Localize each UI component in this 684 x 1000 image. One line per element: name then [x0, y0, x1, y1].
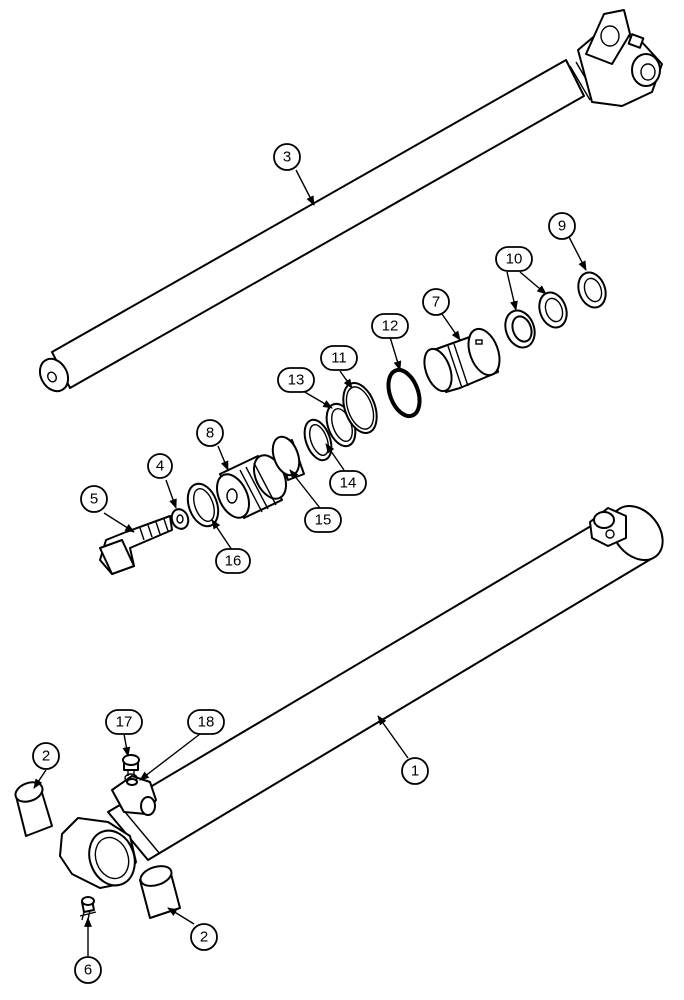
svg-text:15: 15 [315, 512, 332, 529]
svg-text:16: 16 [225, 553, 242, 570]
svg-text:10: 10 [506, 251, 523, 268]
svg-text:13: 13 [288, 372, 305, 389]
callout-11: 11 [320, 345, 358, 371]
callout-2-left: 2 [32, 742, 60, 770]
svg-text:12: 12 [382, 318, 399, 335]
rod-clevis [577, 9, 663, 107]
callout-13: 13 [277, 367, 315, 393]
svg-text:9: 9 [558, 218, 566, 235]
washer-4 [170, 508, 190, 530]
bolt [99, 515, 173, 575]
cylinder-barrel [107, 505, 664, 861]
callout-3: 3 [273, 143, 301, 171]
callout-2-right: 2 [190, 923, 218, 951]
barrel-end-eye [59, 817, 137, 889]
callout-8: 8 [196, 419, 224, 447]
barrel-port-fitting [589, 507, 627, 547]
svg-text:6: 6 [84, 962, 92, 979]
o-ring-12 [386, 367, 422, 419]
svg-text:18: 18 [198, 714, 215, 731]
svg-text:2: 2 [200, 929, 208, 946]
grease-fitting-6 [79, 896, 97, 921]
svg-text:5: 5 [90, 491, 98, 508]
callout-7: 7 [422, 288, 450, 316]
svg-text:17: 17 [116, 714, 133, 731]
callout-17: 17 [105, 709, 143, 735]
wiper-9 [577, 271, 607, 309]
svg-text:8: 8 [206, 425, 214, 442]
leader-lines [33, 169, 587, 956]
callout-16: 16 [215, 548, 251, 574]
barrel-grease-boss [111, 773, 157, 816]
svg-text:4: 4 [156, 458, 164, 475]
grease-fitting-17 [122, 754, 140, 776]
callout-4: 4 [147, 453, 173, 479]
callout-14: 14 [329, 470, 367, 496]
seal-10a [504, 309, 536, 349]
ring-16 [186, 482, 220, 528]
bushing-right [139, 865, 181, 919]
ring-14 [303, 418, 333, 462]
callout-18: 18 [187, 709, 225, 735]
svg-text:14: 14 [340, 475, 357, 492]
svg-text:1: 1 [411, 763, 419, 780]
callout-10: 10 [495, 246, 533, 272]
svg-text:2: 2 [42, 748, 50, 765]
callout-6: 6 [74, 956, 102, 984]
piston-rod [38, 59, 597, 393]
bushing-left [14, 781, 53, 837]
svg-text:3: 3 [283, 149, 291, 166]
callout-15: 15 [304, 507, 342, 533]
o-ring-18 [126, 778, 138, 786]
callout-9: 9 [548, 212, 576, 240]
callout-5: 5 [80, 485, 108, 513]
svg-text:7: 7 [432, 294, 440, 311]
seal-10b [538, 291, 568, 329]
callout-12: 12 [371, 313, 409, 339]
svg-text:11: 11 [331, 350, 347, 367]
gland [423, 327, 501, 393]
callout-1: 1 [401, 757, 429, 785]
